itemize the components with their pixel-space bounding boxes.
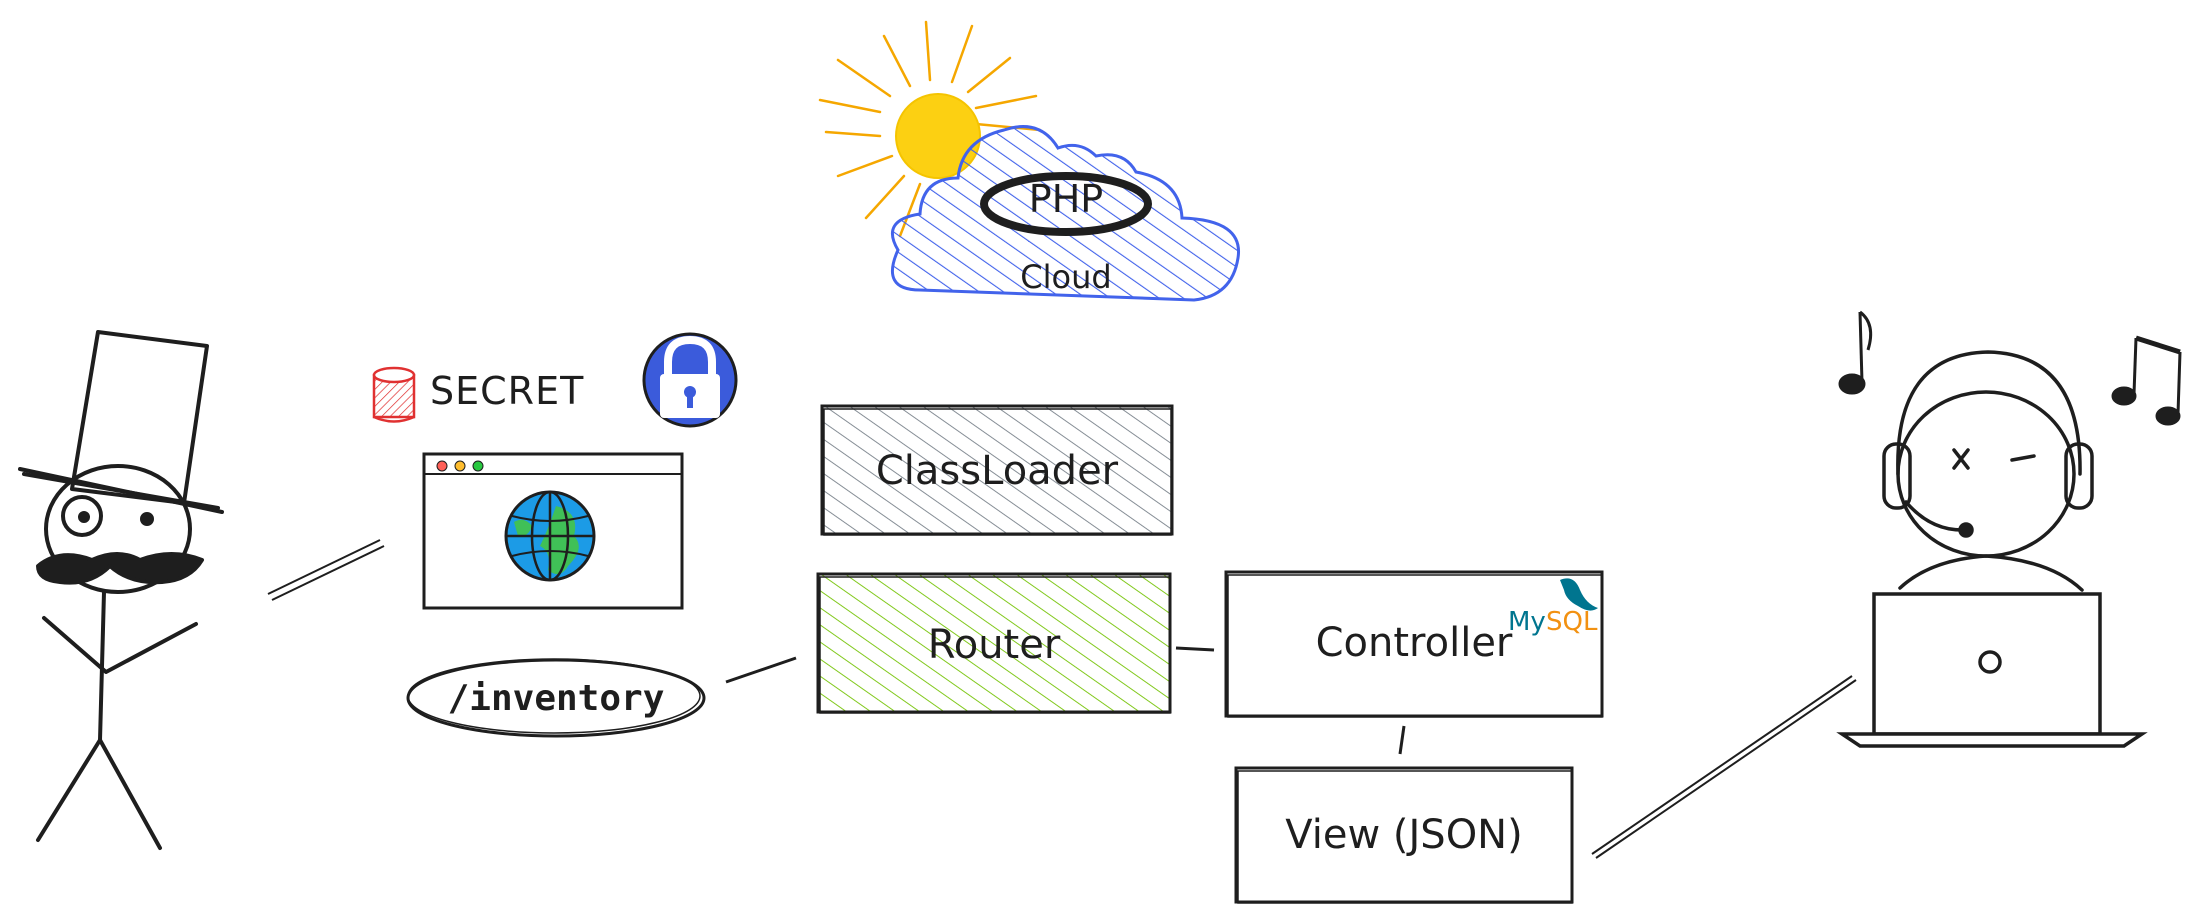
connector-inventory-router — [725, 656, 797, 684]
php-label: PHP — [1029, 177, 1103, 221]
controller-box: Controller — [1224, 570, 1604, 718]
inventory-label: /inventory — [448, 678, 665, 719]
globe-icon — [504, 490, 596, 582]
window-max-dot — [472, 460, 484, 472]
lock-icon — [642, 332, 738, 428]
inventory-route: /inventory — [406, 658, 706, 738]
connector-user-browser — [267, 539, 385, 601]
router-label: Router — [928, 622, 1061, 668]
cloud-label: Cloud — [1020, 258, 1111, 296]
controller-label: Controller — [1316, 620, 1513, 666]
music-note-icon-2 — [2111, 335, 2182, 426]
classloader-box: ClassLoader — [820, 404, 1174, 536]
mysql-sql-text: SQL — [1546, 607, 1598, 637]
cloud-icon: PHP Cloud — [890, 125, 1241, 302]
window-min-dot — [454, 460, 466, 472]
window-close-dot — [436, 460, 448, 472]
mysql-my-text: My — [1508, 607, 1546, 637]
sun-icon — [818, 20, 1042, 238]
view-label: View (JSON) — [1285, 812, 1522, 858]
developer-with-headphones — [1882, 350, 2094, 592]
classloader-label: ClassLoader — [876, 448, 1119, 494]
stick-figure-top-hat — [18, 330, 224, 850]
mysql-logo-icon: My SQL — [1508, 578, 1598, 637]
laptop-icon — [1836, 592, 2148, 748]
connector-controller-view — [1398, 725, 1406, 755]
music-note-icon — [1838, 310, 1873, 395]
connector-router-controller — [1175, 646, 1215, 652]
router-box: Router — [816, 572, 1172, 714]
secret-label: SECRET — [430, 369, 584, 413]
database-icon — [372, 366, 416, 423]
view-json-box: View (JSON) — [1234, 766, 1574, 904]
connector-view-developer — [1591, 675, 1857, 859]
